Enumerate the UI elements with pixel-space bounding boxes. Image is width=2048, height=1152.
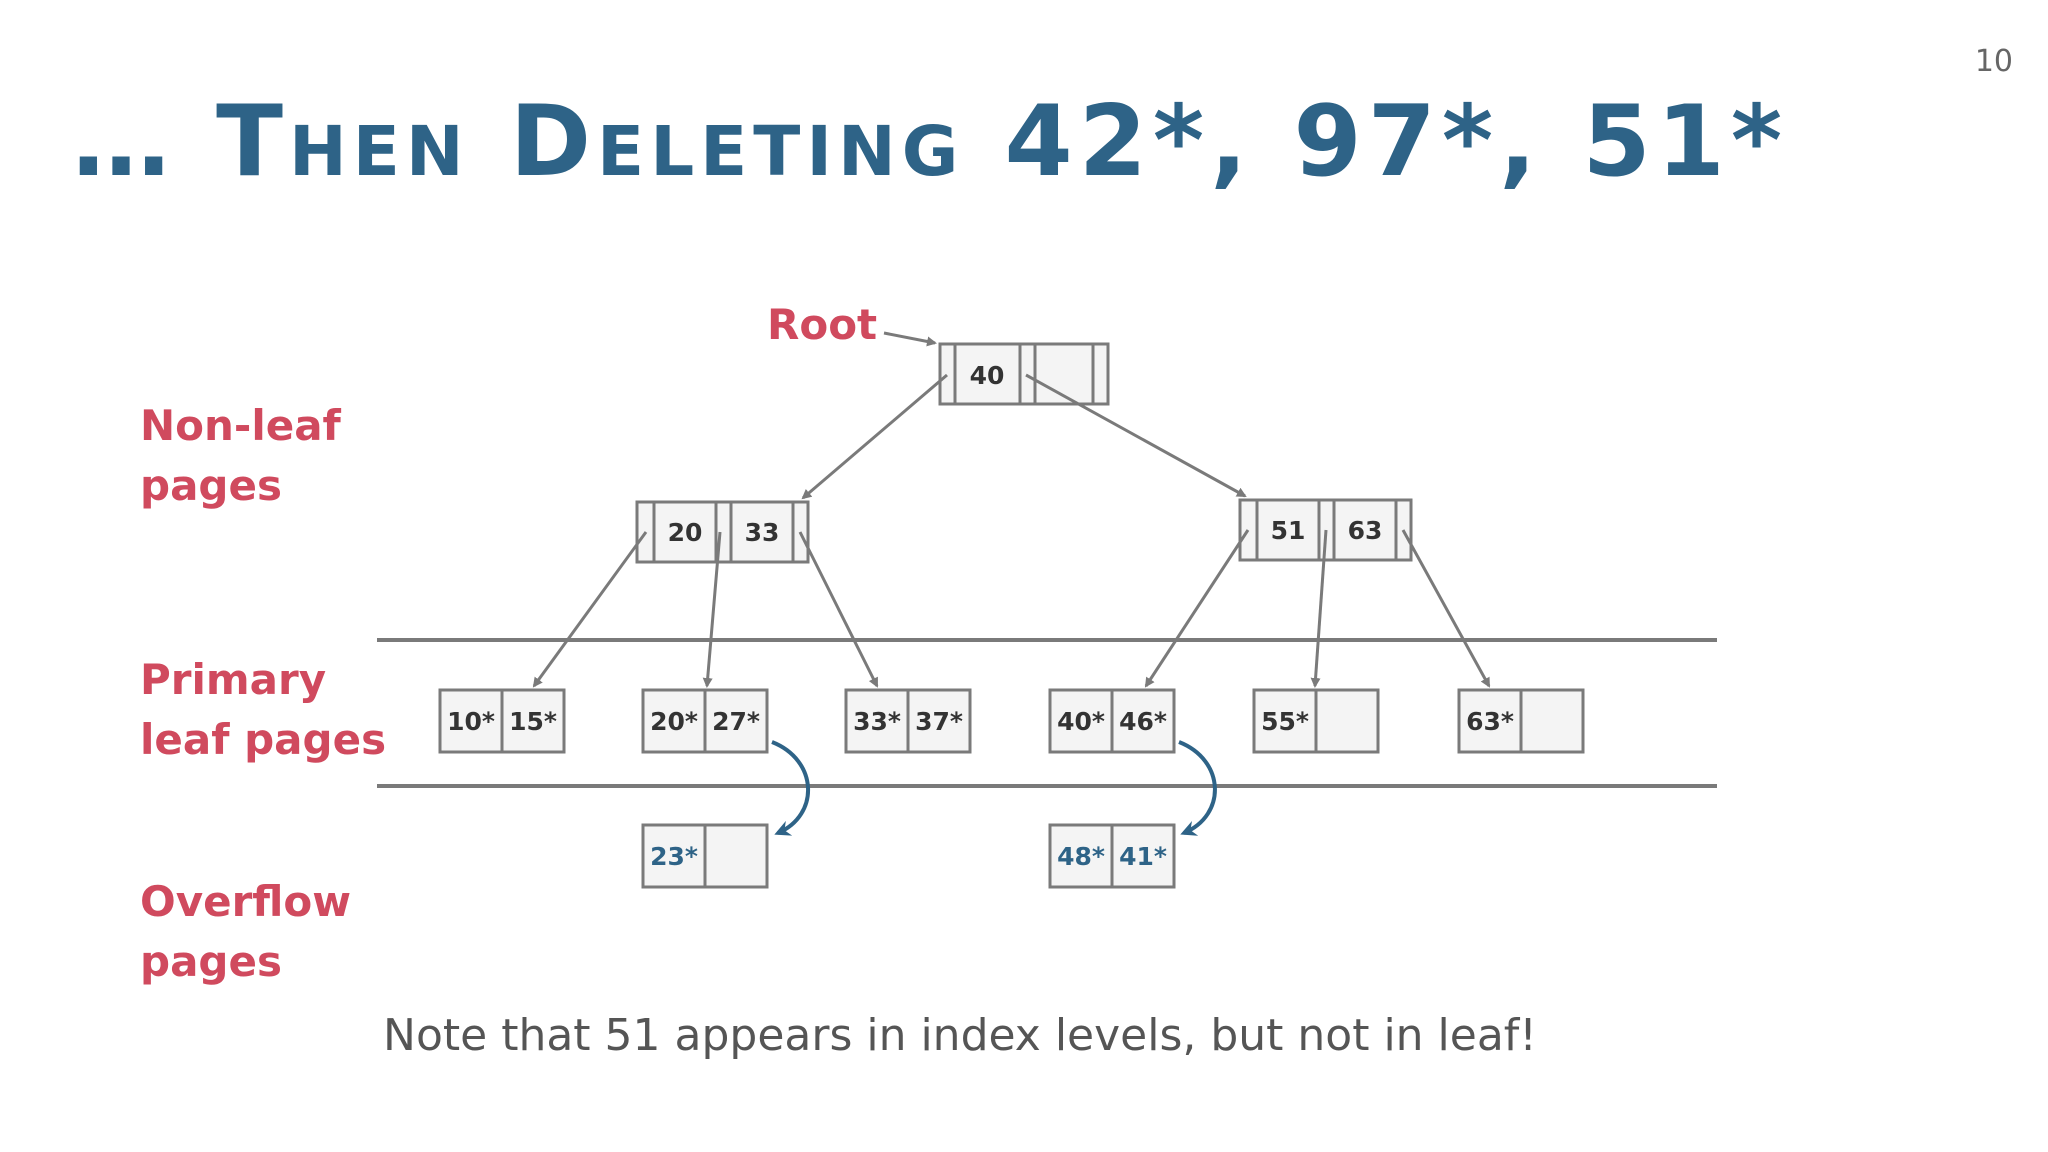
overflow-cell (641, 823, 707, 889)
root-pointer-slot (1091, 342, 1110, 406)
leaf-cell (438, 688, 504, 754)
root-key: 40 (970, 361, 1005, 390)
leaf-cell (906, 688, 972, 754)
leaf-page: 40* 46* (1048, 688, 1176, 754)
tree-pointer-arrow (532, 531, 648, 688)
root-pointer-slot (1018, 342, 1037, 406)
tree-pointer-arrow (1310, 529, 1328, 688)
overflow-key: 23* (650, 842, 698, 871)
leaf-page: 33* 37* (844, 688, 972, 754)
leaf-key: 37* (915, 707, 963, 736)
leaf-cell (1110, 688, 1176, 754)
tree-pointer-arrow (798, 531, 879, 688)
internal-key: 20 (668, 518, 703, 547)
internal-key-cell (729, 500, 795, 564)
leaf-key: 33* (853, 707, 901, 736)
overflow-page: 23* (641, 823, 769, 889)
primary-leaf-pages-label: Primary leaf pages (140, 650, 386, 770)
internal-key-cell (1255, 498, 1321, 562)
internal-key: 33 (745, 518, 780, 547)
overflow-cell (1110, 823, 1176, 889)
leaf-cell (1519, 688, 1585, 754)
primary-label-line-1: Primary (140, 655, 327, 704)
leaf-cell (703, 688, 769, 754)
overflow-cell (703, 823, 769, 889)
leaf-key: 63* (1466, 707, 1514, 736)
internal-key-cell (652, 500, 718, 564)
overflow-label-line-2: pages (140, 937, 282, 986)
overflow-pages-label: Overflow pages (140, 872, 351, 992)
leaf-key: 20* (650, 707, 698, 736)
root-key-cell (1033, 342, 1095, 406)
internal-key-cell (1332, 498, 1398, 562)
leaf-key: 46* (1119, 707, 1167, 736)
leaf-page: 20* 27* (641, 688, 769, 754)
left-internal-node: 20 33 (635, 500, 810, 564)
leaf-key: 40* (1057, 707, 1105, 736)
primary-label-line-2: leaf pages (140, 715, 387, 764)
slide-number: 10 (1974, 44, 2013, 79)
non-leaf-label-line-2: pages (140, 461, 282, 510)
leaf-page: 10* 15* (438, 688, 566, 754)
leaf-key: 15* (509, 707, 557, 736)
overflow-key: 41* (1119, 842, 1167, 871)
overflow-page: 48* 41* (1048, 823, 1176, 889)
leaf-page: 63* (1457, 688, 1585, 754)
leaf-cell (844, 688, 910, 754)
internal-key: 63 (1348, 516, 1383, 545)
root-pointer-slot (938, 342, 957, 406)
leaf-key: 55* (1261, 707, 1309, 736)
leaf-cell (1048, 688, 1114, 754)
overflow-link-arrow (771, 740, 811, 836)
internal-pointer-slot (1238, 498, 1259, 562)
tree-pointer-arrow (1144, 529, 1250, 688)
slide-title: … Then Deleting 42*, 97*, 51* (72, 85, 1789, 199)
root-label: Root (767, 300, 878, 349)
internal-key: 51 (1271, 516, 1306, 545)
leaf-cell (1314, 688, 1380, 754)
leaf-cell (641, 688, 707, 754)
tree-pointer-arrow (702, 531, 722, 688)
leaf-key: 27* (712, 707, 760, 736)
leaf-key: 10* (447, 707, 495, 736)
overflow-label-line-1: Overflow (140, 877, 352, 926)
leaf-page: 55* (1252, 688, 1380, 754)
overflow-key: 48* (1057, 842, 1105, 871)
root-node: 40 (938, 342, 1110, 406)
overflow-link-arrow (1178, 740, 1217, 836)
tree-pointer-arrow (801, 373, 948, 500)
non-leaf-label-line-1: Non-leaf (140, 401, 341, 450)
tree-pointer-arrow (1401, 529, 1491, 688)
root-pointer-arrow (883, 331, 937, 347)
non-leaf-pages-label: Non-leaf pages (140, 396, 341, 516)
leaf-cell (500, 688, 566, 754)
overflow-cell (1048, 823, 1114, 889)
footnote: Note that 51 appears in index levels, bu… (383, 1010, 1537, 1061)
tree-pointer-arrow (1025, 373, 1247, 498)
internal-pointer-slot (1317, 498, 1336, 562)
